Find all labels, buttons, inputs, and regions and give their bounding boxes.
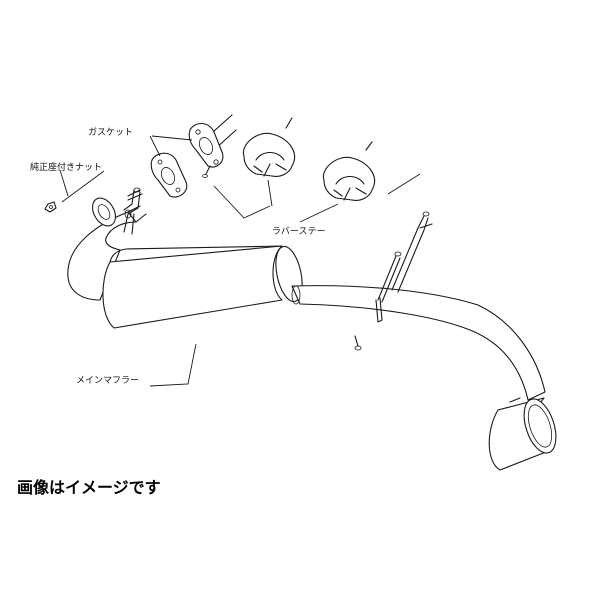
leader-rubber-2	[299, 203, 339, 223]
label-oem-nut: 純正座付きナット	[30, 163, 103, 173]
leader-rubber-1-up	[267, 179, 273, 207]
exhaust-tip	[488, 397, 557, 471]
leader-gasket-to-gasket	[149, 135, 161, 157]
flange-upper	[188, 122, 224, 178]
label-gasket: ガスケット	[88, 128, 134, 138]
leader-gasket-to-flange	[151, 135, 193, 141]
rear-hanger	[375, 211, 433, 323]
leader-lines	[59, 135, 421, 387]
image-disclaimer-caption: 画像はイメージです	[17, 478, 161, 497]
leader-nut	[61, 170, 105, 203]
tail-pipe	[291, 285, 546, 401]
main-muffler	[102, 245, 303, 329]
rubber-stay-2	[322, 141, 376, 201]
stud-bolt	[127, 189, 143, 201]
oem-nut	[44, 201, 57, 213]
leader-rubber-3	[387, 173, 421, 195]
leader-rubber-1	[213, 185, 271, 219]
label-rubber-stay: ラバーステー	[272, 227, 326, 237]
gasket	[150, 152, 188, 198]
rubber-stay-1	[242, 117, 296, 177]
label-main-muffler: メインマフラー	[76, 376, 140, 386]
leader-muffler	[149, 343, 197, 387]
leader-nut-bend	[59, 169, 69, 197]
